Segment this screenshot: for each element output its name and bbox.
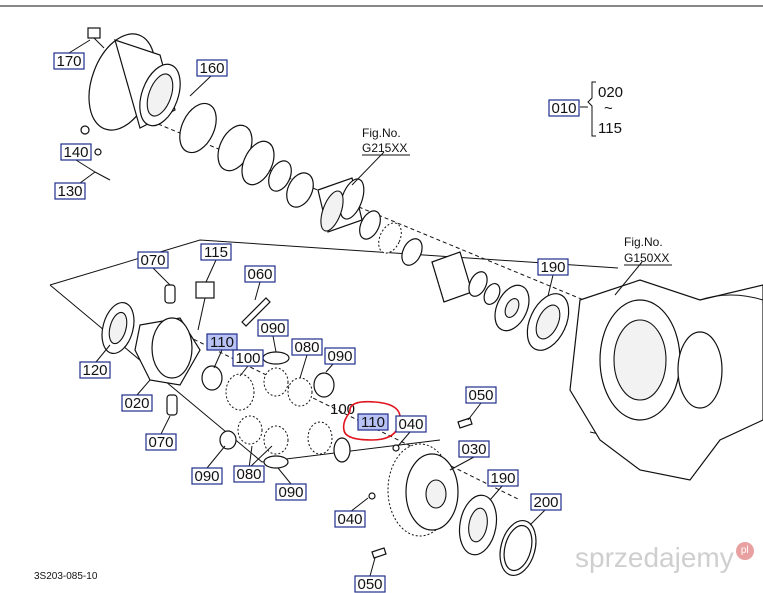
pinion-shaft — [431, 251, 501, 305]
figure-ref-g150: Fig.No. G150XX — [624, 235, 672, 266]
bearing-190-lower — [458, 494, 498, 556]
callout-090-a[interactable]: 090 — [257, 319, 289, 337]
watermark-text: sprzedajemy — [575, 542, 734, 573]
svg-text:020: 020 — [124, 395, 149, 412]
axle-housing — [569, 279, 763, 481]
range-bracket: 020 ~ 115 — [580, 81, 623, 137]
callout-080-a[interactable]: 080 — [291, 338, 323, 356]
callout-080-b[interactable]: 080 — [233, 465, 265, 483]
svg-text:050: 050 — [357, 576, 382, 593]
figure-ref-code: G215XX — [362, 141, 407, 155]
callout-190-top[interactable]: 190 — [537, 258, 569, 276]
callout-070-top[interactable]: 070 — [137, 251, 169, 269]
callout-030[interactable]: 030 — [458, 440, 490, 458]
svg-text:070: 070 — [140, 252, 165, 269]
svg-text:090: 090 — [194, 468, 219, 485]
figure-ref-label: Fig.No. — [362, 126, 401, 140]
pin-070 — [164, 284, 178, 416]
bearing-cup-upper — [317, 177, 365, 233]
footer-code: 3S203-085-10 — [34, 571, 98, 582]
differential-case — [101, 301, 201, 386]
callout-040-top[interactable]: 040 — [395, 415, 427, 433]
svg-text:160: 160 — [199, 60, 224, 77]
callout-060[interactable]: 060 — [244, 265, 276, 283]
svg-text:100: 100 — [235, 350, 260, 367]
callout-050-top[interactable]: 050 — [465, 386, 497, 404]
callout-120[interactable]: 120 — [79, 361, 111, 379]
callout-090-b[interactable]: 090 — [324, 347, 356, 365]
svg-text:140: 140 — [63, 144, 88, 161]
callout-140[interactable]: 140 — [60, 143, 92, 161]
callout-110-highlight-a[interactable]: 110 — [206, 333, 238, 351]
callout-110-highlight-b[interactable]: 110 — [357, 413, 389, 431]
callout-050-bottom[interactable]: 050 — [354, 575, 386, 593]
svg-text:030: 030 — [461, 441, 486, 458]
callout-190-bottom[interactable]: 190 — [487, 469, 519, 487]
svg-text:080: 080 — [294, 339, 319, 356]
bearing-190-upper — [526, 293, 570, 351]
callout-010[interactable]: 010 — [548, 99, 580, 117]
rings-upper — [179, 102, 314, 208]
drive-flange — [494, 284, 530, 332]
callout-100-a[interactable]: 100 — [232, 349, 264, 367]
bolts-050 — [368, 417, 473, 559]
svg-text:090: 090 — [260, 320, 285, 337]
annotation-circle — [342, 400, 401, 441]
callout-070-bottom[interactable]: 070 — [145, 433, 177, 451]
diff-gears — [201, 351, 351, 469]
range-tilde: ~ — [604, 100, 613, 117]
svg-text:170: 170 — [56, 53, 81, 70]
svg-text:190: 190 — [490, 470, 515, 487]
range-top-label: 020 — [598, 84, 623, 101]
shaft-060 — [241, 297, 271, 327]
svg-text:050: 050 — [468, 387, 493, 404]
svg-text:110: 110 — [210, 334, 234, 351]
svg-text:130: 130 — [57, 183, 82, 200]
svg-text:070: 070 — [148, 434, 173, 451]
callout-020[interactable]: 020 — [121, 394, 153, 412]
svg-text:090: 090 — [327, 348, 352, 365]
callout-160[interactable]: 160 — [196, 59, 228, 77]
svg-text:120: 120 — [82, 362, 107, 379]
lock-115 — [195, 281, 215, 331]
svg-text:040: 040 — [337, 511, 362, 528]
label-100-plain: 100 — [330, 401, 355, 418]
svg-text:010: 010 — [551, 100, 576, 117]
svg-text:040: 040 — [398, 416, 423, 433]
bolt-170 — [87, 27, 105, 49]
bearing-housing-cover — [88, 33, 181, 131]
callout-200[interactable]: 200 — [530, 493, 562, 511]
svg-text:115: 115 — [204, 244, 228, 261]
svg-text:090: 090 — [278, 484, 303, 501]
ring-gear-030 — [387, 443, 459, 537]
figure-ref-label: Fig.No. — [624, 235, 663, 249]
svg-text:060: 060 — [247, 266, 272, 283]
ring-200 — [499, 519, 537, 577]
figure-ref-g215: Fig.No. G215XX — [362, 126, 410, 156]
callout-labels: 170 160 140 130 010 070 115 060 190 090 … — [53, 52, 580, 593]
callout-090-c[interactable]: 090 — [191, 467, 223, 485]
svg-text:200: 200 — [533, 494, 558, 511]
callout-115[interactable]: 115 — [200, 243, 232, 261]
callout-170[interactable]: 170 — [53, 52, 85, 70]
watermark-badge: pl — [735, 542, 754, 560]
callout-040-bottom[interactable]: 040 — [334, 510, 366, 528]
range-bottom-label: 115 — [598, 120, 622, 137]
svg-text:110: 110 — [361, 414, 385, 431]
svg-text:190: 190 — [540, 259, 565, 276]
figure-ref-code: G150XX — [624, 251, 669, 265]
callout-090-d[interactable]: 090 — [275, 483, 307, 501]
svg-text:080: 080 — [236, 466, 261, 483]
pin-140 — [80, 125, 102, 156]
callout-130[interactable]: 130 — [54, 182, 86, 200]
rings-mid — [359, 210, 423, 266]
